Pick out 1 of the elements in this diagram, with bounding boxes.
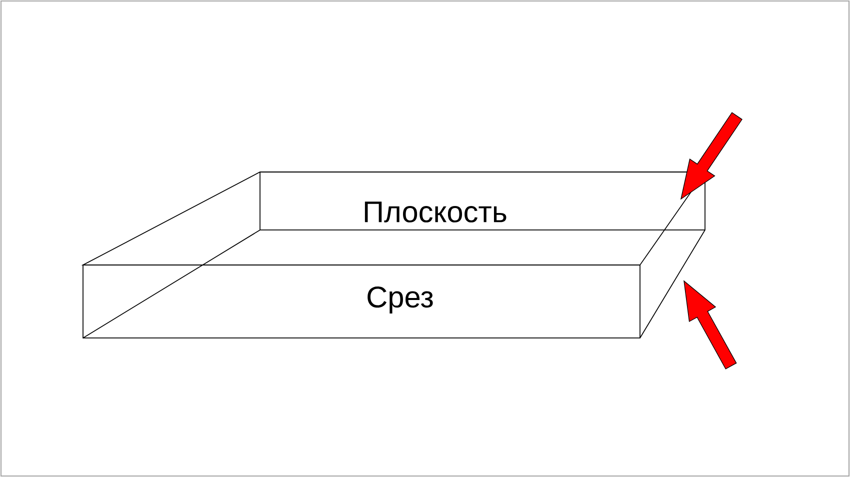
front-face: Срез [82,264,640,338]
